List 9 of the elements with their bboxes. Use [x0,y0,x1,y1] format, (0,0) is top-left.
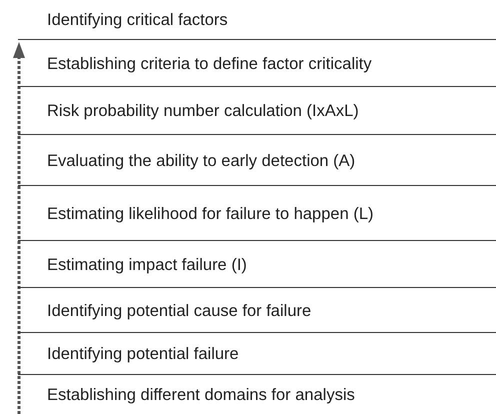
step-label: Establishing different domains for analysis [47,384,355,404]
step-label: Establishing criteria to define factor criticality [47,54,372,74]
step-label: Estimating likelihood for failure to happen (L) [47,204,374,224]
step-label: Risk probability number calculation (IxAxL) [47,101,359,121]
step-label: Identifying potential failure [47,344,239,364]
step-label: Evaluating the ability to early detection (A) [47,150,356,170]
step-label: Identifying critical factors [47,10,228,30]
step-label: Identifying potential cause for failure [47,300,312,320]
step-label: Estimating impact failure (I) [47,254,247,274]
